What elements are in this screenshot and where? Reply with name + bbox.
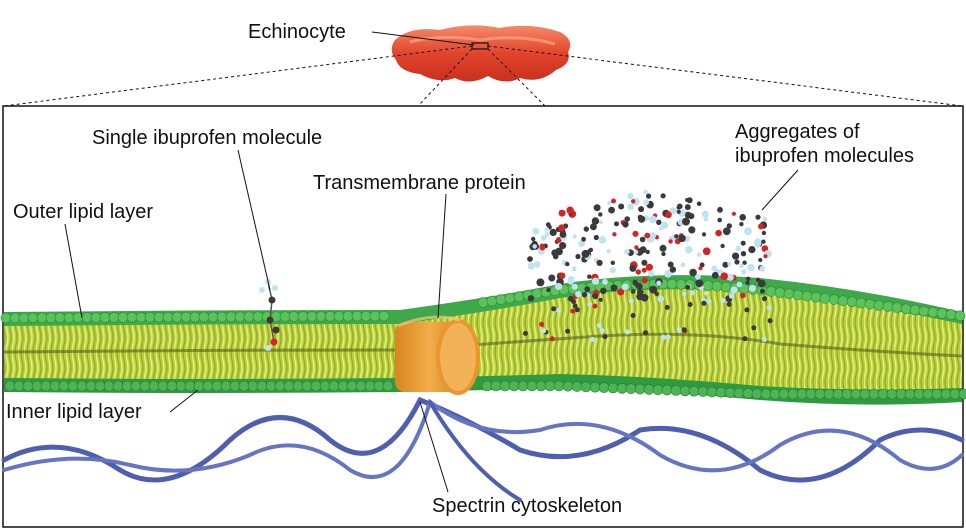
single-ibuprofen-molecule (259, 279, 280, 351)
label-transmembrane-protein: Transmembrane protein (313, 172, 526, 194)
label-aggregates-line2: ibuprofen molecules (735, 145, 914, 167)
label-outer-lipid-layer: Outer lipid layer (13, 201, 154, 223)
label-aggregates: Aggregates of ibuprofen molecules (735, 120, 914, 168)
spectrin-strands (1, 396, 965, 502)
label-echinocyte: Echinocyte (248, 21, 346, 43)
label-aggregates-line1: Aggregates of (735, 121, 860, 143)
label-single-ibuprofen: Single ibuprofen molecule (92, 127, 323, 149)
zoom-guide-lines (3, 45, 963, 107)
lipid-bilayer (0, 275, 966, 405)
leader-lines (64, 31, 799, 493)
label-spectrin-cytoskeleton: Spectrin cytoskeleton (432, 495, 623, 517)
transmembrane-protein (395, 315, 480, 395)
label-inner-lipid-layer: Inner lipid layer (6, 401, 142, 423)
ibuprofen-aggregates (523, 189, 773, 342)
